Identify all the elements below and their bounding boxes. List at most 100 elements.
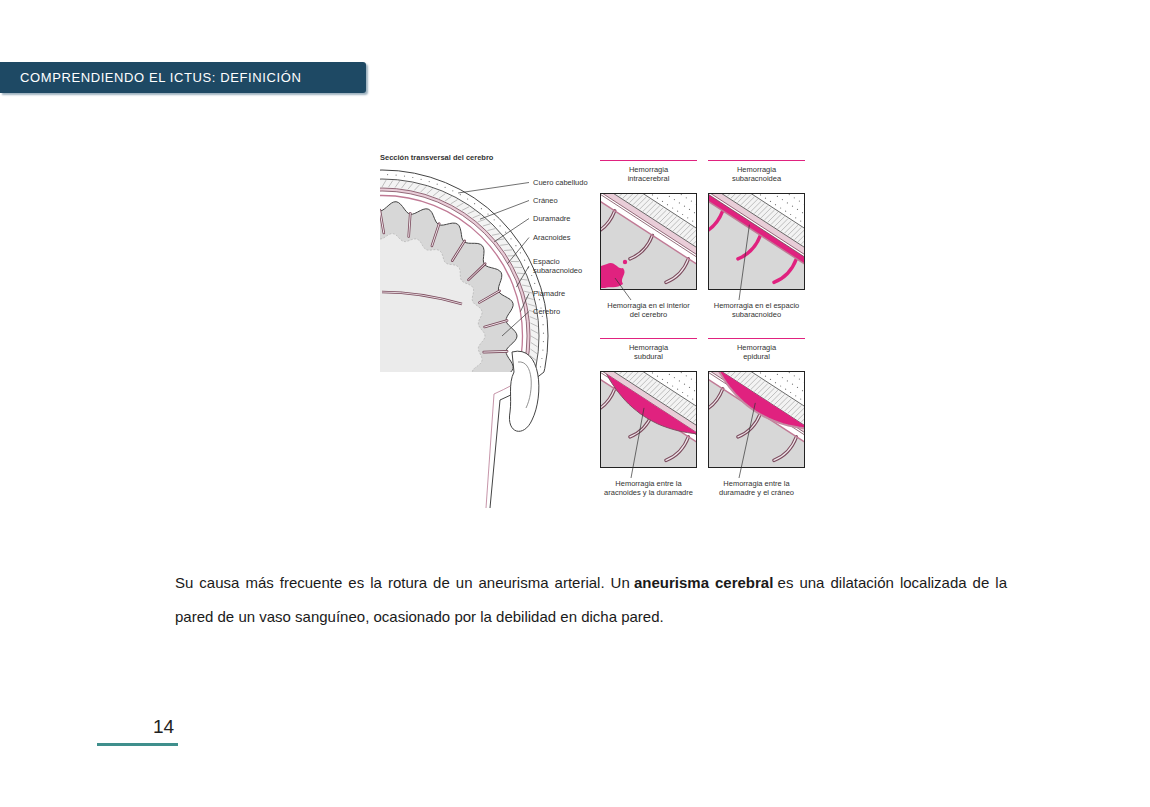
scalp-dot xyxy=(785,211,786,212)
dura-line xyxy=(601,194,696,289)
sulcus xyxy=(409,213,411,236)
skull-hatch xyxy=(683,405,693,415)
skull-line xyxy=(709,194,804,289)
panel-illustration xyxy=(709,372,804,467)
panel-heading-text: Hemorragia intracerebral xyxy=(618,165,680,183)
skull-hatch xyxy=(623,194,633,198)
arachnoid-line xyxy=(607,374,697,434)
scalp-dot xyxy=(657,198,658,199)
scalp-dot xyxy=(760,372,761,373)
scalp-dot xyxy=(797,387,798,388)
skull-hatch xyxy=(768,390,778,400)
skull-hatch xyxy=(620,194,630,196)
panel-heading: Hemorragia intracerebral xyxy=(600,160,697,193)
leader-line xyxy=(739,225,749,300)
skull-hatch xyxy=(680,225,690,235)
sulcus xyxy=(452,241,465,261)
panel-drawing xyxy=(601,194,696,289)
scalp-dot xyxy=(686,375,687,376)
skull-hatch xyxy=(744,197,754,207)
skull-hatch xyxy=(785,223,795,233)
skull-hatch xyxy=(728,372,738,374)
panel-illustration xyxy=(601,194,696,289)
skull xyxy=(380,179,539,372)
scalp-dot xyxy=(672,207,673,208)
skull-hatch xyxy=(663,214,673,224)
scalp-dot xyxy=(692,399,693,400)
skull-hatch xyxy=(382,180,386,187)
panel-heading: Hemorragia subdural xyxy=(600,338,697,371)
skull-hatch xyxy=(795,230,805,240)
panel-heading-text: Hemorragia epidural xyxy=(726,343,788,361)
panel-box xyxy=(708,371,805,468)
hemorrhage xyxy=(718,372,804,429)
scalp-dot xyxy=(682,214,683,215)
arachnoid-line xyxy=(601,372,696,467)
dura-line xyxy=(718,372,804,429)
leader-line xyxy=(458,183,529,194)
skull-hatch xyxy=(795,408,805,418)
arachnoid xyxy=(380,191,527,372)
scalp xyxy=(709,372,804,467)
skull-hatch xyxy=(751,379,761,389)
scalp-dot xyxy=(787,202,788,203)
scalp-dot xyxy=(782,199,783,200)
scalp-dot xyxy=(679,202,680,203)
scalp-dot xyxy=(800,221,801,222)
scalp-dot xyxy=(770,201,771,202)
panel-heading-text: Hemorragia subdural xyxy=(618,343,680,361)
sulcus xyxy=(774,259,797,283)
scalp-dot xyxy=(674,199,675,200)
skull-hatch xyxy=(670,219,680,229)
panel-heading: Hemorragia subaracnoidea xyxy=(708,160,805,193)
skull-hatch xyxy=(758,384,768,394)
skull-hatch xyxy=(389,180,393,187)
dura xyxy=(380,188,530,372)
skull-hatch xyxy=(728,194,738,196)
skull-hatch xyxy=(650,206,660,216)
scalp-dot xyxy=(531,275,532,276)
sulcus xyxy=(709,389,723,413)
scalp-dot xyxy=(524,260,525,261)
sulcus xyxy=(601,389,615,413)
scalp-dot xyxy=(792,206,793,207)
scalp-dot xyxy=(445,187,446,188)
leader-line xyxy=(516,266,529,287)
skull-hatch xyxy=(445,196,452,201)
skull-hatch xyxy=(731,372,741,376)
page-number: 14 xyxy=(153,716,174,738)
dura-line xyxy=(601,372,696,467)
sulcus xyxy=(630,235,653,259)
skull-hatch xyxy=(531,336,538,340)
sulcus xyxy=(452,241,465,261)
panel-caption-text: Hemorragia en el espacio subaracnoideo xyxy=(711,301,803,319)
scalp-dot xyxy=(802,212,803,213)
skull-line xyxy=(601,372,696,467)
scalp-dot xyxy=(689,209,690,210)
skull-hatch xyxy=(656,210,666,220)
ear xyxy=(509,351,538,431)
panel-heading-text: Hemorragia subaracnoidea xyxy=(726,165,788,183)
page-rule xyxy=(97,743,178,746)
scalp-dot xyxy=(686,197,687,198)
sulcus xyxy=(738,235,761,259)
scalp-dot xyxy=(765,198,766,199)
scalp-dot xyxy=(652,194,653,195)
scalp xyxy=(601,194,696,289)
skull-hatch xyxy=(761,208,771,218)
skull-hatch xyxy=(693,234,696,244)
scalp-dot xyxy=(662,201,663,202)
scalp-dot xyxy=(787,380,788,381)
skull-hatch xyxy=(791,227,801,237)
scalp-dot xyxy=(794,375,795,376)
skull-hatch xyxy=(656,388,666,398)
skull-hatch xyxy=(633,195,643,205)
sulcus xyxy=(601,389,615,413)
head-section xyxy=(380,170,548,372)
sulcus xyxy=(484,351,507,353)
anatomy-label: Cuero cabelludo xyxy=(533,178,588,187)
scalp xyxy=(601,372,696,467)
skull-hatch xyxy=(492,234,500,236)
scalp-dot xyxy=(662,379,663,380)
